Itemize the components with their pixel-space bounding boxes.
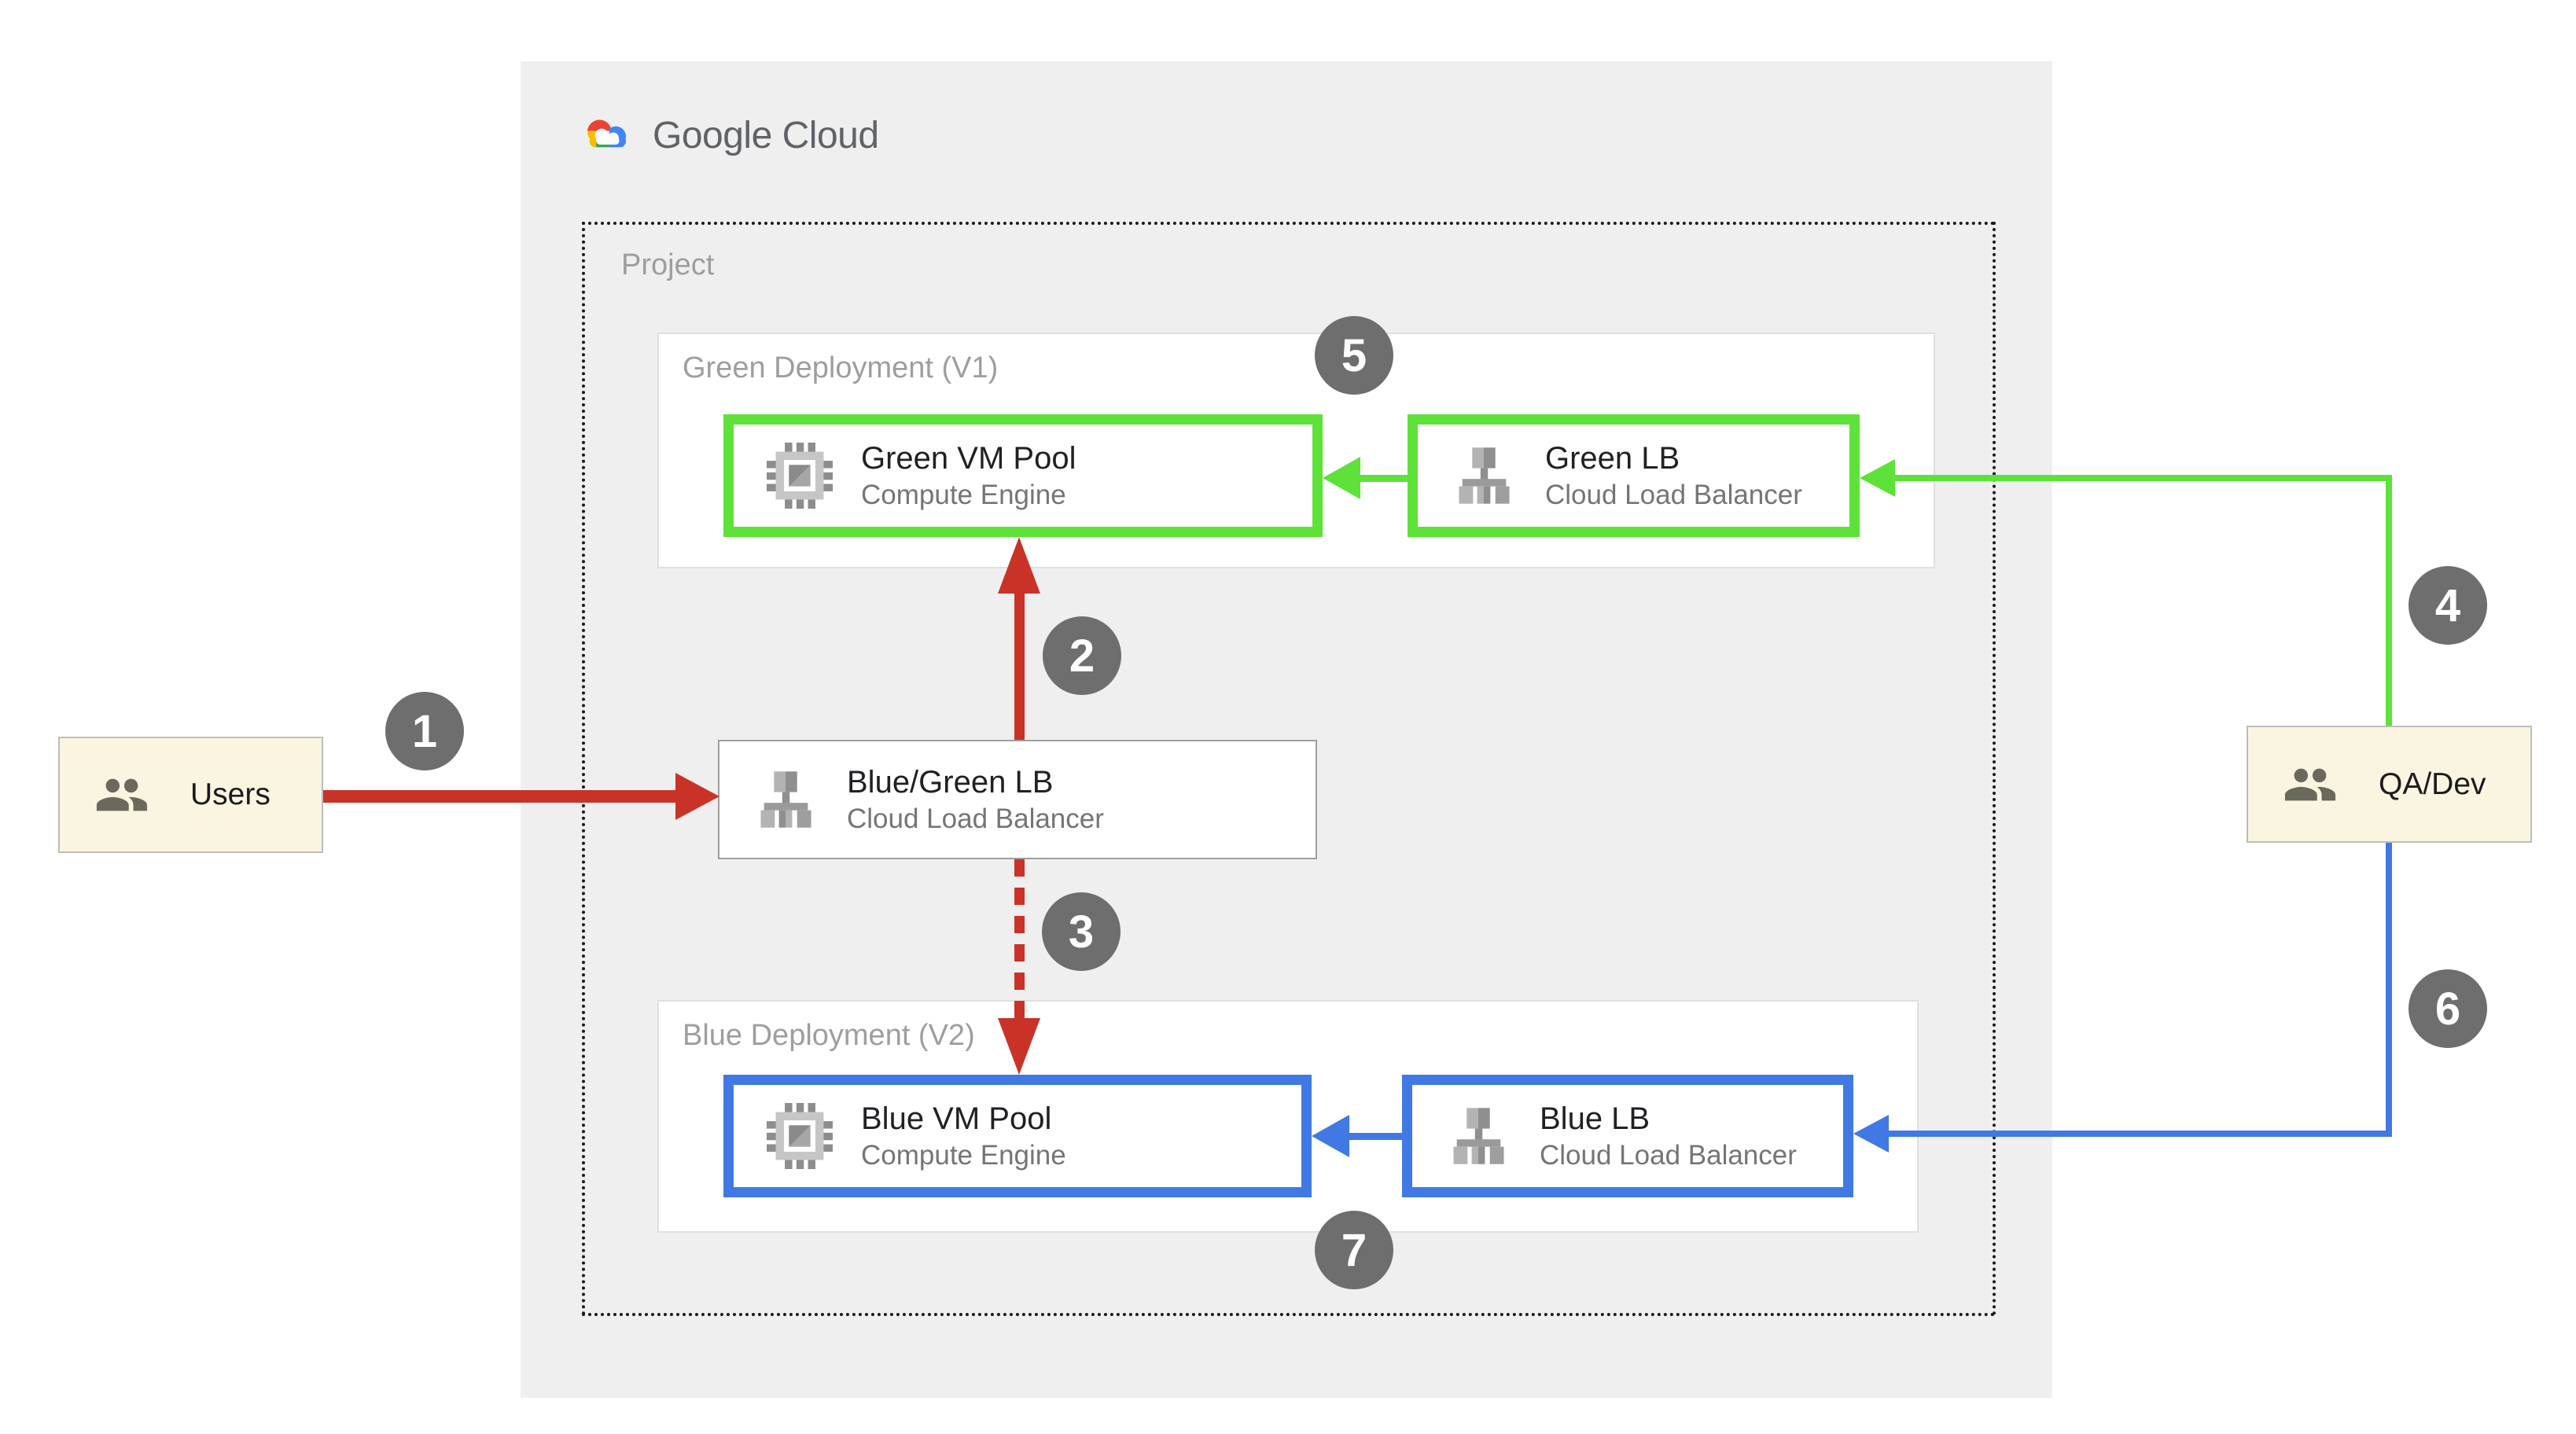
step-badge-5: 5: [1315, 316, 1393, 395]
arrow-router-to-green-vm: [1014, 592, 1025, 740]
blue-deployment-label: Blue Deployment (V2): [683, 1019, 975, 1052]
line-qadev-to-green-lb-horizontal: [1893, 475, 2392, 481]
step-badge-4: 4: [2409, 566, 2487, 645]
cloud-load-balancer-icon: [1453, 1108, 1504, 1164]
qa-dev-actor-card: QA/Dev: [2247, 726, 2532, 843]
line-qadev-to-blue-lb-vertical: [2386, 843, 2392, 1137]
qa-dev-label: QA/Dev: [2379, 767, 2486, 801]
users-people-icon: [96, 778, 148, 811]
arrow-blue-lb-to-blue-vm-head: [1312, 1115, 1349, 1157]
users-actor-card: Users: [58, 737, 323, 853]
blue-lb-text: Blue LB Cloud Load Balancer: [1540, 1099, 1797, 1173]
step-badge-6: 6: [2409, 969, 2487, 1048]
arrow-blue-lb-to-blue-vm: [1348, 1133, 1402, 1140]
arrow-green-lb-to-green-vm: [1359, 475, 1408, 482]
project-boundary: [582, 222, 1996, 1316]
green-lb-title: Green LB: [1545, 441, 1680, 476]
arrow-router-to-blue-vm-head: [998, 1018, 1040, 1075]
blue-green-lb-title: Blue/Green LB: [847, 765, 1054, 800]
line-qadev-to-green-lb-vertical: [2386, 475, 2392, 726]
green-vm-pool-title: Green VM Pool: [861, 441, 1076, 476]
blue-green-lb-card: Blue/Green LB Cloud Load Balancer: [718, 740, 1317, 859]
green-lb-card: Green LB Cloud Load Balancer: [1408, 414, 1860, 537]
green-vm-pool-card: Green VM Pool Compute Engine: [723, 414, 1323, 537]
blue-vm-pool-card: Blue VM Pool Compute Engine: [723, 1075, 1312, 1197]
arrow-qadev-to-green-lb-head: [1860, 459, 1895, 497]
google-cloud-logo-text: Google Cloud: [653, 114, 879, 156]
google-cloud-logo-row: Google Cloud: [582, 113, 879, 157]
google-cloud-logo-icon: [587, 120, 626, 148]
compute-engine-icon: [767, 1103, 833, 1169]
line-qadev-to-blue-lb-horizontal: [1887, 1131, 2392, 1137]
blue-lb-subtitle: Cloud Load Balancer: [1540, 1140, 1797, 1171]
blue-vm-pool-text: Blue VM Pool Compute Engine: [861, 1099, 1066, 1173]
blue-lb-card: Blue LB Cloud Load Balancer: [1402, 1075, 1853, 1197]
step-badge-1: 1: [385, 692, 464, 770]
compute-engine-icon: [767, 443, 833, 509]
blue-lb-title: Blue LB: [1540, 1101, 1650, 1137]
blue-vm-pool-subtitle: Compute Engine: [861, 1140, 1066, 1171]
users-label: Users: [190, 778, 270, 811]
arrow-users-to-router: [323, 790, 677, 803]
arrow-green-lb-to-green-vm-head: [1323, 457, 1360, 499]
step-badge-7: 7: [1315, 1211, 1393, 1289]
project-label: Project: [621, 248, 715, 281]
green-lb-text: Green LB Cloud Load Balancer: [1545, 439, 1802, 513]
blue-green-lb-subtitle: Cloud Load Balancer: [847, 803, 1104, 835]
arrow-qadev-to-blue-lb-head: [1853, 1115, 1889, 1153]
cloud-load-balancer-icon: [760, 771, 811, 828]
green-vm-pool-text: Green VM Pool Compute Engine: [861, 439, 1076, 513]
step-badge-3: 3: [1042, 892, 1121, 971]
blue-green-lb-text: Blue/Green LB Cloud Load Balancer: [847, 763, 1104, 836]
blue-vm-pool-title: Blue VM Pool: [861, 1101, 1052, 1137]
users-people-icon: [2284, 768, 2336, 800]
cloud-load-balancer-icon: [1459, 447, 1510, 504]
green-vm-pool-subtitle: Compute Engine: [861, 480, 1066, 511]
arrow-router-to-green-vm-head: [998, 537, 1040, 594]
green-lb-subtitle: Cloud Load Balancer: [1545, 480, 1802, 511]
arrow-router-to-blue-vm-dashed: [1014, 859, 1025, 1018]
step-badge-2: 2: [1043, 616, 1121, 695]
arrow-users-to-router-head: [675, 773, 719, 820]
green-deployment-label: Green Deployment (V1): [683, 351, 999, 384]
